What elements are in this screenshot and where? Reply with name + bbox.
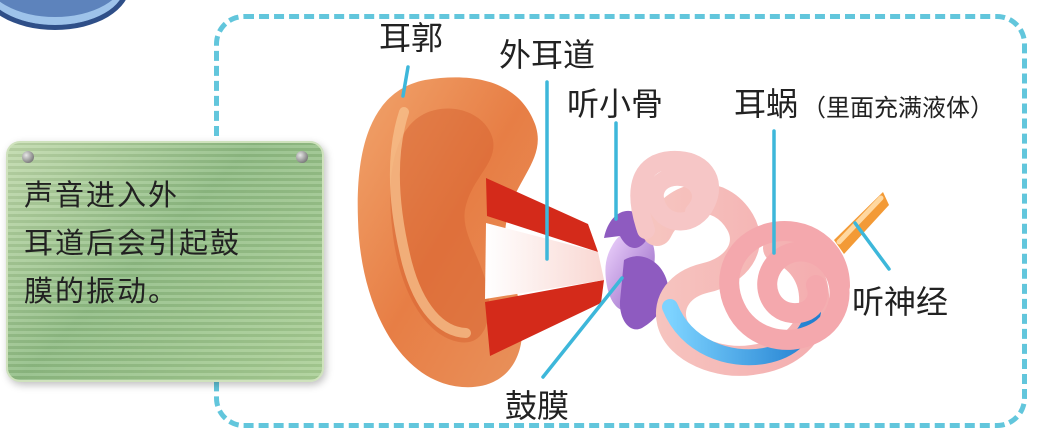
note-pin-left <box>22 151 34 163</box>
label-pinna: 耳郭 <box>379 22 443 54</box>
label-cochlea-note: （里面充满液体） <box>802 96 994 120</box>
diagram-frame <box>214 14 1027 428</box>
corner-badge <box>0 0 130 30</box>
label-ossicles: 听小骨 <box>567 88 663 120</box>
explanation-note: 声音进入外 耳道后会引起鼓 膜的振动。 <box>6 141 324 382</box>
label-nerve: 听神经 <box>852 286 948 318</box>
label-cochlea-main: 耳蜗 <box>734 88 798 120</box>
label-ear-canal: 外耳道 <box>499 39 595 71</box>
note-text: 声音进入外 耳道后会引起鼓 膜的振动。 <box>24 171 300 315</box>
label-eardrum: 鼓膜 <box>505 390 569 422</box>
note-pin-right <box>296 151 308 163</box>
